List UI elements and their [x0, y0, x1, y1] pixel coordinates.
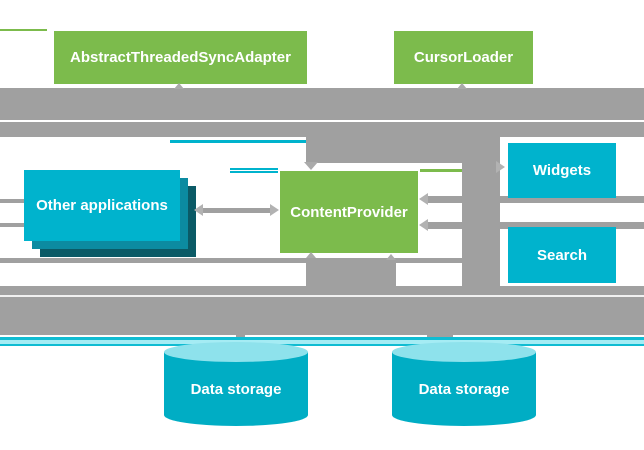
node-cursorloader-label: CursorLoader [413, 49, 514, 66]
left-stub-2 [0, 223, 24, 227]
arrowhead-right-to-widgets [496, 161, 505, 173]
connector-bottom-line [0, 258, 462, 263]
arrowhead-to-contentprovider-left [270, 204, 279, 216]
arrowhead-up-to-syncadapter [174, 83, 184, 89]
cyan-glitch-line-2 [230, 168, 278, 170]
connector-vertical-strip [462, 136, 500, 286]
arrow-band-top-a [0, 88, 644, 120]
arrow-shaft-widgets-row [426, 196, 644, 203]
node-data-storage-right: Data storage [392, 342, 536, 430]
cyan-glitch-line-1 [170, 140, 306, 143]
cyan-glitch-line-3 [230, 171, 278, 173]
node-data-storage-right-label: Data storage [418, 380, 510, 398]
cylinder-stub-left [236, 334, 245, 339]
arrowhead-left-search-row [419, 219, 428, 231]
node-widgets-label: Widgets [532, 162, 592, 179]
node-other-applications: Other applications [24, 170, 180, 241]
node-widgets: Widgets [508, 143, 616, 198]
node-other-applications-label: Other applications [36, 197, 168, 214]
node-contentprovider-label: ContentProvider [290, 203, 408, 221]
node-contentprovider: ContentProvider [280, 171, 418, 253]
node-data-storage-left-label: Data storage [190, 380, 282, 398]
connector-bottom-block [306, 258, 396, 286]
node-search: Search [508, 227, 616, 283]
node-abstractthreadedsyncadapter-label: AbstractThreadedSyncAdapter [70, 49, 291, 66]
node-data-storage-left-body: Data storage [164, 352, 308, 426]
green-glitch-line [420, 169, 462, 172]
arrowhead-up-to-cursorloader [457, 83, 467, 89]
node-cursorloader: CursorLoader [394, 31, 533, 84]
arrow-shaft-search-row [426, 222, 644, 229]
node-abstractthreadedsyncadapter: AbstractThreadedSyncAdapter [54, 31, 307, 84]
arrow-band-top-b [0, 122, 644, 137]
node-data-storage-right-top [392, 342, 536, 362]
node-data-storage-left: Data storage [164, 342, 308, 430]
arrowhead-left-widgets-row [419, 193, 428, 205]
arrowhead-to-otherapps [194, 204, 203, 216]
arrowhead-down-to-contentprovider [304, 162, 318, 170]
node-search-label: Search [536, 246, 588, 264]
cyan-stripe-top [0, 337, 644, 340]
node-data-storage-left-top [164, 342, 308, 362]
arrowhead-up-to-contentprovider-2 [386, 254, 396, 260]
connector-arm-widgets [462, 163, 497, 170]
arrowhead-up-to-contentprovider-1 [306, 252, 316, 258]
cylinder-stub-right [427, 334, 453, 338]
arrow-band-bottom [0, 286, 644, 335]
cyan-stripe-bottom [0, 344, 644, 346]
bottom-band-hairline [0, 295, 644, 297]
cyan-stripe-mid [0, 340, 644, 344]
arrow-shaft-otherapps [202, 208, 272, 213]
left-stub-1 [0, 199, 24, 203]
green-hairline [0, 29, 47, 31]
node-data-storage-right-body: Data storage [392, 352, 536, 426]
